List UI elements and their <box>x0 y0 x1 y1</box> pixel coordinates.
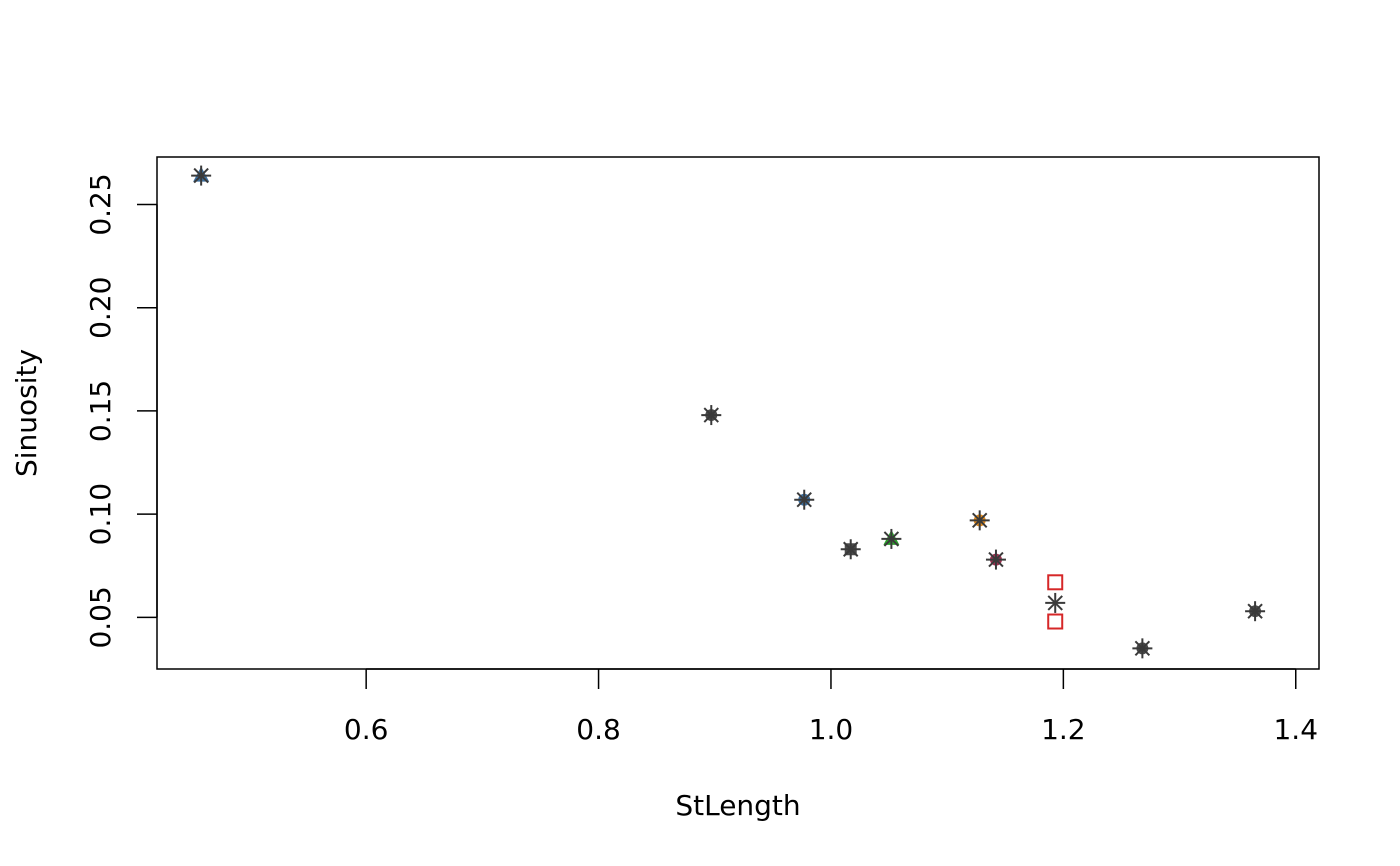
data-point <box>1132 638 1153 659</box>
y-tick-label: 0.25 <box>84 173 117 235</box>
x-axis: 0.6 0.8 1.0 1.2 1.4 <box>344 668 1318 746</box>
y-tick-label: 0.15 <box>84 380 117 442</box>
data-point <box>881 528 902 549</box>
y-axis: 0.05 0.10 0.15 0.20 0.25 <box>84 173 158 649</box>
data-point <box>985 549 1006 570</box>
data-point <box>794 489 815 510</box>
data-point <box>191 165 212 186</box>
data-point <box>1045 592 1066 613</box>
y-tick-label: 0.05 <box>84 586 117 648</box>
x-tick-label: 0.8 <box>576 713 621 746</box>
data-point <box>969 510 990 531</box>
y-axis-title: Sinuosity <box>10 349 43 477</box>
data-point <box>1245 601 1266 622</box>
data-point <box>701 405 722 426</box>
data-points <box>191 165 1266 659</box>
x-axis-title: StLength <box>675 789 800 822</box>
x-tick-label: 0.6 <box>344 713 389 746</box>
data-point <box>840 539 861 560</box>
data-point <box>1047 574 1064 591</box>
x-tick-label: 1.0 <box>809 713 854 746</box>
x-tick-label: 1.2 <box>1041 713 1086 746</box>
data-point <box>1047 613 1064 630</box>
y-tick-label: 0.10 <box>84 483 117 545</box>
x-tick-label: 1.4 <box>1273 713 1318 746</box>
y-tick-label: 0.20 <box>84 277 117 339</box>
plot-frame <box>156 156 1320 670</box>
